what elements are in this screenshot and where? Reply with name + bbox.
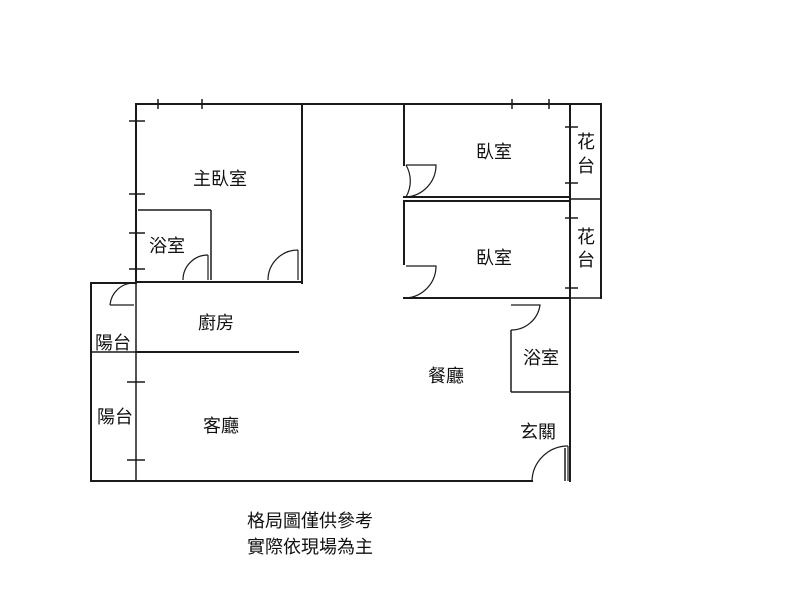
label-master-bedroom: 主臥室	[193, 169, 247, 190]
label-planter-2-b: 台	[577, 250, 595, 271]
disclaimer-line-1: 格局圖僅供參考	[247, 511, 373, 532]
label-master-bath: 浴室	[149, 236, 185, 257]
window-ticks	[127, 99, 578, 461]
room-labels: 主臥室 臥室 臥室 花 台 花 台 浴室 廚房 陽台 陽台 餐廳 浴室 客廳 玄…	[95, 132, 595, 443]
label-living-room: 客廳	[203, 416, 239, 437]
label-bedroom-2: 臥室	[476, 248, 512, 269]
label-planter-2-a: 花	[577, 227, 595, 248]
label-balcony-1: 陽台	[95, 333, 131, 354]
walls	[90, 103, 602, 482]
label-dining-room: 餐廳	[428, 366, 464, 387]
label-entrance: 玄關	[520, 422, 556, 443]
label-planter-1-a: 花	[577, 132, 595, 153]
label-kitchen: 廚房	[198, 312, 234, 334]
label-bedroom-1: 臥室	[476, 142, 512, 163]
disclaimer-line-2: 實際依現場為主	[247, 537, 373, 558]
doors	[109, 164, 569, 482]
label-balcony-2: 陽台	[97, 407, 133, 428]
label-bathroom: 浴室	[523, 348, 559, 369]
label-planter-1-b: 台	[577, 156, 595, 177]
